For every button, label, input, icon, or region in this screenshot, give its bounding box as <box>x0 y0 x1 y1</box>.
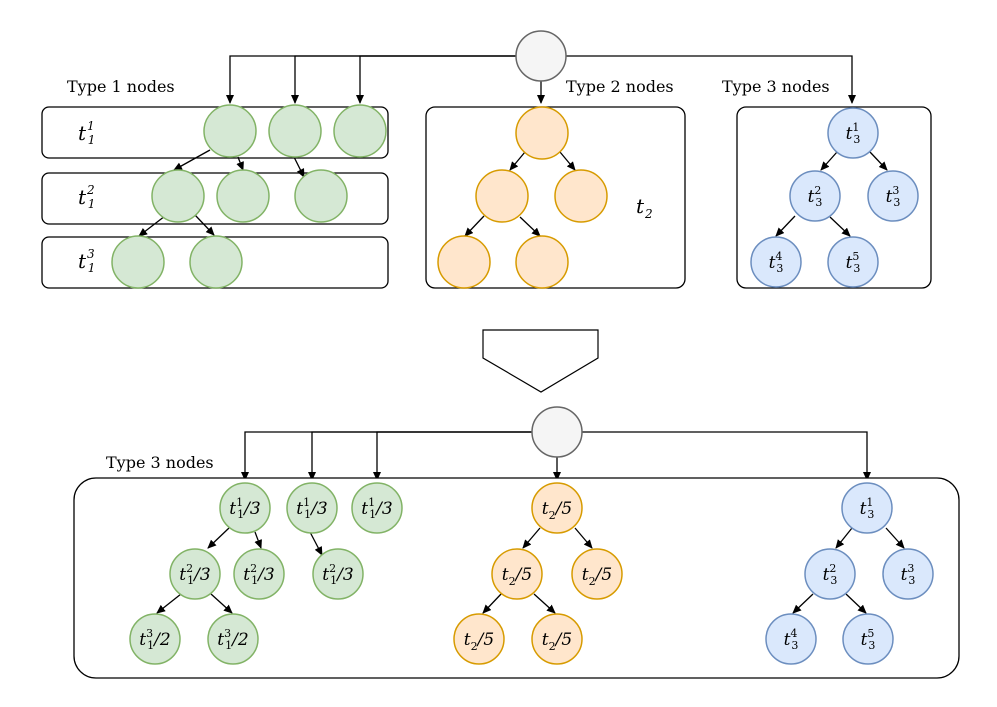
type1-node <box>268 104 322 158</box>
bottom-blue-nodes <box>765 482 934 665</box>
type1-node <box>333 104 387 158</box>
type3-node <box>789 170 841 222</box>
bottom-title: Type 3 nodes <box>106 453 214 472</box>
merged-type3-node <box>842 613 894 665</box>
bottom-root-node <box>531 406 583 458</box>
type1-node <box>294 169 348 223</box>
type1-node <box>111 235 165 289</box>
node-label: t2/5 <box>502 565 532 588</box>
type2-edges <box>464 151 576 237</box>
node-label: t2/5 <box>542 630 572 653</box>
bottom-edges <box>156 527 905 614</box>
type3-node <box>867 170 919 222</box>
type2-node <box>515 106 569 160</box>
node-label: t2/5 <box>582 565 612 588</box>
type3-title: Type 3 nodes <box>722 77 830 96</box>
transform-arrow-icon <box>482 329 599 393</box>
type1-node <box>189 235 243 289</box>
merged-type2-node <box>571 548 623 600</box>
merged-type2-node <box>453 613 505 665</box>
type2-label: t2 <box>636 194 653 221</box>
merged-type1-node <box>129 613 181 665</box>
merged-type3-node <box>841 482 893 534</box>
type3-node <box>827 236 879 288</box>
type2-node <box>475 169 529 223</box>
merged-type3-node <box>804 548 856 600</box>
type2-group: Type 2 nodes t2 <box>425 77 686 289</box>
type3-node <box>827 107 879 159</box>
type3-edges <box>775 151 888 237</box>
merged-type1-node <box>207 613 259 665</box>
merged-type1-node <box>169 548 221 600</box>
merged-type2-node <box>491 548 543 600</box>
node-label: t2/5 <box>464 630 494 653</box>
merged-type3-node <box>765 613 817 665</box>
type2-node <box>554 169 608 223</box>
top-root-node <box>515 30 567 82</box>
type1-node <box>151 169 205 223</box>
merged-type2-node <box>531 482 583 534</box>
type2-node <box>515 235 569 289</box>
merged-type2-node <box>531 613 583 665</box>
top-root-edges <box>226 55 856 104</box>
bottom-root-edges <box>241 431 871 481</box>
bottom-orange-nodes <box>453 482 623 665</box>
merged-type1-node <box>351 482 403 534</box>
type2-node <box>437 235 491 289</box>
bottom-green-nodes <box>129 482 403 665</box>
type1-edges <box>138 149 305 237</box>
node-label: t2/5 <box>542 499 572 522</box>
merged-type1-node <box>219 482 271 534</box>
bottom-section: Type 3 nodes <box>73 406 960 679</box>
type3-node <box>750 236 802 288</box>
type1-title: Type 1 nodes <box>67 77 175 96</box>
merged-type1-node <box>286 482 338 534</box>
type2-title: Type 2 nodes <box>566 77 674 96</box>
merged-type1-node <box>233 548 285 600</box>
merged-type3-node <box>882 548 934 600</box>
merged-type1-node <box>312 548 364 600</box>
type1-node <box>203 104 257 158</box>
type1-node <box>216 169 270 223</box>
